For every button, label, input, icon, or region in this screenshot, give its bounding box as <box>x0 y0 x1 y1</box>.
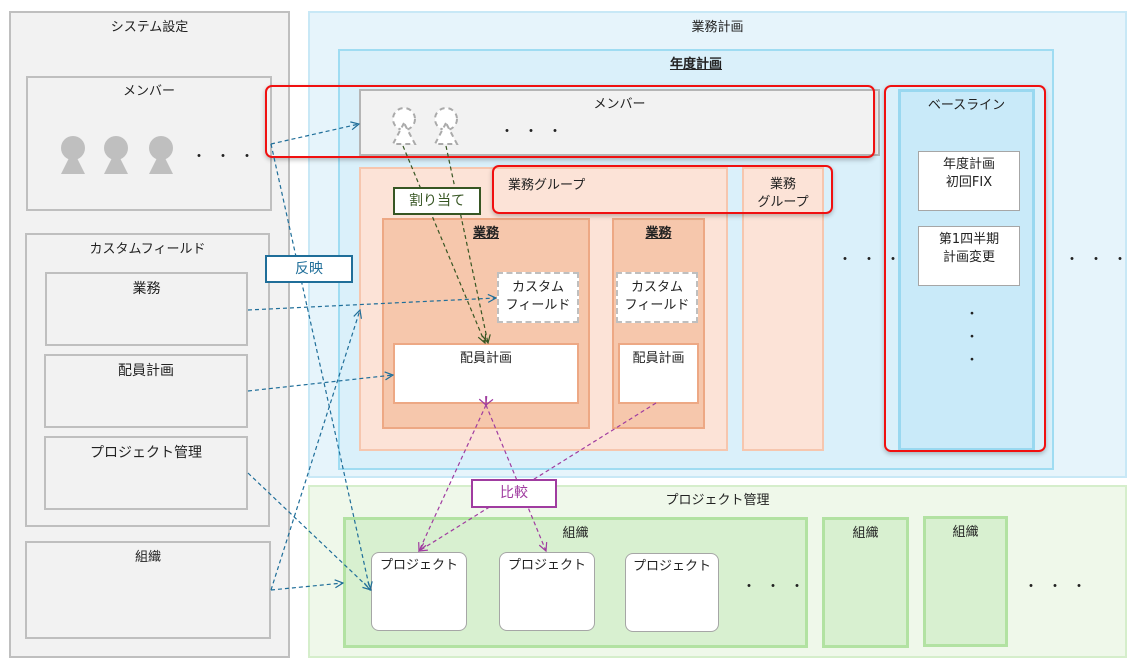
task-title-text: 業務 <box>645 226 672 241</box>
annual-plan-title: 年度計画 <box>340 56 1052 74</box>
member-person-icon <box>61 136 85 174</box>
business-group-title: 業務グループ <box>508 178 586 193</box>
task-staffing-label: 配員計画 <box>459 351 512 366</box>
sys-cf-project-label: プロジェクト管理 <box>90 445 202 461</box>
task-title-text: 業務 <box>472 226 499 241</box>
task-custom-field-label: カスタム フィールド <box>624 280 690 313</box>
organization-box: 組織 <box>923 516 1008 647</box>
sys-cf-staffing-box: 配員計画 <box>44 354 248 428</box>
project-management-ellipsis: ・・・ <box>1024 579 1096 595</box>
task-staffing-box: 配員計画 <box>618 343 699 404</box>
sys-organization-title: 組織 <box>134 550 161 565</box>
annual-members-ellipsis: ・・・ <box>500 124 572 140</box>
project-management-title: プロジェクト管理 <box>665 493 770 508</box>
assigned-member-placeholder-icon <box>391 107 417 145</box>
sys-custom-fields-title: カスタムフィールド <box>89 242 206 257</box>
business-group-highlight <box>492 165 833 214</box>
baseline-title: ベースライン <box>927 98 1006 113</box>
project-card-label: プロジェクト <box>379 558 458 573</box>
project-card: プロジェクト <box>499 552 595 631</box>
business-plan-ellipsis: ・・・ <box>1065 252 1134 268</box>
task-staffing-label: 配員計画 <box>632 351 685 366</box>
task-custom-field-box: カスタム フィールド <box>616 272 698 323</box>
projects-ellipsis: ・・・ <box>742 579 814 595</box>
organization-title: 組織 <box>952 525 979 540</box>
reflect-label: 反映 <box>265 255 353 283</box>
sys-organization-box: 組織 <box>25 541 271 639</box>
member-person-icon <box>149 136 173 174</box>
business-group-box: 業務 グループ <box>742 167 824 451</box>
business-plan-title: 業務計画 <box>691 20 744 35</box>
project-card: プロジェクト <box>625 553 719 632</box>
project-card-label: プロジェクト <box>507 558 586 573</box>
member-person-icon <box>104 136 128 174</box>
assign-label: 割り当て <box>393 187 481 215</box>
annual-members-title: メンバー <box>593 97 646 112</box>
members-highlight <box>265 85 875 158</box>
project-card-label: プロジェクト <box>632 559 711 574</box>
task-custom-field-box: カスタム フィールド <box>497 272 579 323</box>
organization-title: 組織 <box>562 526 589 541</box>
sys-members-ellipsis: ・・・ <box>192 149 264 165</box>
sys-cf-task-label: 業務 <box>132 281 161 297</box>
task-title: 業務 <box>384 225 588 243</box>
annual-plan-title-text: 年度計画 <box>669 57 722 72</box>
baseline-item-label: 第1四半期 計画変更 <box>938 232 1000 265</box>
sys-cf-task-box: 業務 <box>45 272 248 346</box>
baseline-ellipsis: ・ ・ ・ <box>965 307 979 368</box>
business-group-title: 業務 グループ <box>757 177 809 210</box>
assigned-member-placeholder-icon <box>433 107 459 145</box>
task-title: 業務 <box>614 225 703 243</box>
system-settings-title: システム設定 <box>110 20 189 35</box>
baseline-item: 年度計画 初回FIX <box>918 151 1020 211</box>
task-staffing-box: 配員計画 <box>393 343 579 404</box>
sys-cf-project-box: プロジェクト管理 <box>44 436 248 510</box>
sys-cf-staffing-label: 配員計画 <box>118 363 174 379</box>
task-custom-field-label: カスタム フィールド <box>505 280 571 313</box>
project-card: プロジェクト <box>371 552 467 631</box>
organization-title: 組織 <box>852 526 879 541</box>
compare-label: 比較 <box>471 479 557 508</box>
baseline-item-label: 年度計画 初回FIX <box>942 157 995 190</box>
baseline-item: 第1四半期 計画変更 <box>918 226 1020 286</box>
baseline-highlight <box>884 85 1046 452</box>
sys-members-title: メンバー <box>122 84 175 99</box>
organization-box: 組織 <box>822 517 909 648</box>
